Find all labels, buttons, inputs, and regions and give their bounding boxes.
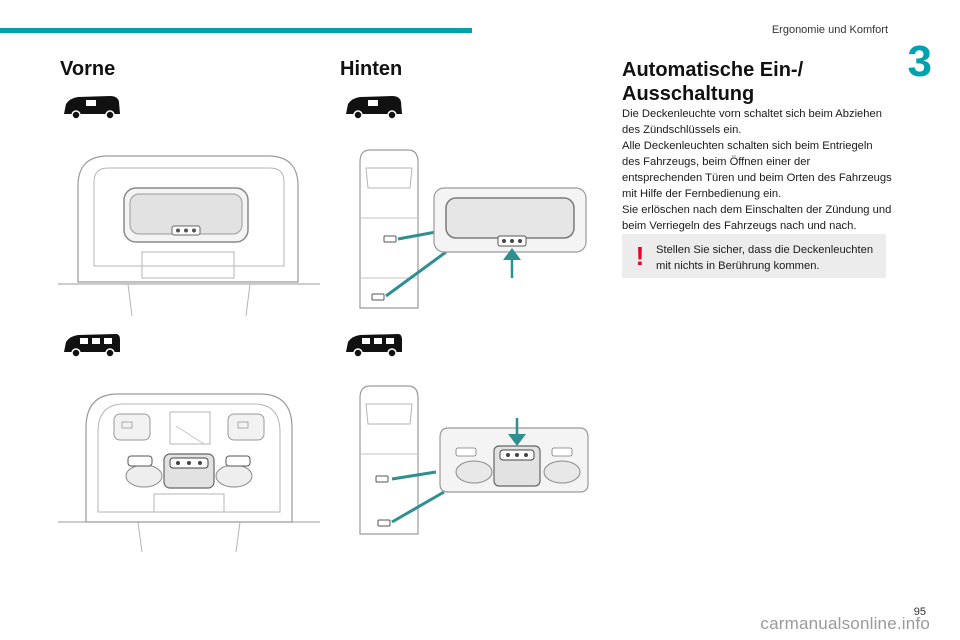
chapter-number: 3 <box>907 37 932 86</box>
rear-title: Hinten <box>340 58 403 80</box>
watermark: carmanualsonline.info <box>760 614 930 633</box>
paragraph: Sie erlöschen nach dem Einschalten der Z… <box>622 204 892 232</box>
front-title: Vorne <box>60 58 116 80</box>
van-long-icon <box>64 334 120 358</box>
auto-switch-title: Automatische Ein-/ Ausschaltung <box>622 59 804 105</box>
front-ceiling-console-illustration <box>58 393 320 553</box>
warning-icon: ! <box>635 241 645 271</box>
rear-ceiling-light-illustration <box>359 149 587 309</box>
paragraph: Die Deckenleuchte vorn schaltet sich bei… <box>622 108 882 136</box>
warning-text: Stellen Sie sicher, dass die Deckenleuch… <box>656 244 874 272</box>
van-long-icon <box>346 334 402 358</box>
front-ceiling-light-illustration <box>58 155 320 317</box>
auto-switch-body: Die Deckenleuchte vorn schaltet sich bei… <box>622 106 892 234</box>
section-title: Ergonomie und Komfort <box>771 24 888 36</box>
header-accent-bar <box>0 28 472 33</box>
van-icon <box>346 96 402 120</box>
page-number: 95 <box>913 606 926 618</box>
warning-box: ! Stellen Sie sicher, dass die Deckenleu… <box>622 234 886 278</box>
rear-ceiling-console-illustration <box>359 385 589 535</box>
van-icon <box>64 96 120 120</box>
paragraph: Alle Deckenleuchten schalten sich beim E… <box>622 140 892 200</box>
